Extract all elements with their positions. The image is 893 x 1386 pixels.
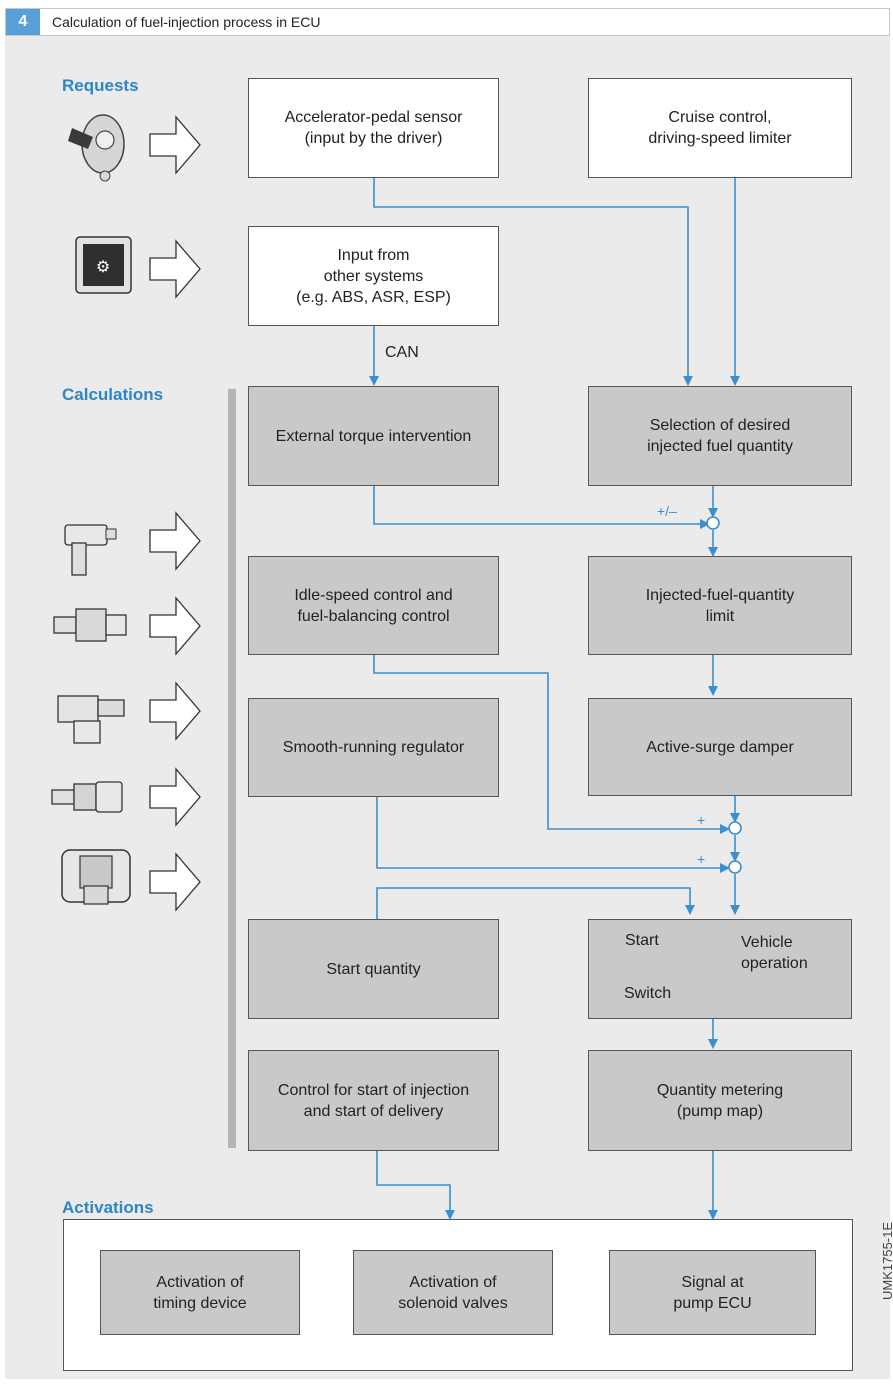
box-input-other-systems: Input from other systems (e.g. ABS, ASR,…: [248, 226, 499, 326]
figure-title: Calculation of fuel-injection process in…: [52, 14, 321, 30]
box-accelerator-pedal-sensor: Accelerator-pedal sensor (input by the d…: [248, 78, 499, 178]
air-mass-meter-icon: [61, 849, 131, 905]
box-activation-timing-device: Activation of timing device: [100, 1250, 300, 1335]
switch-vehicle-operation-label: Vehicle operation: [741, 934, 808, 972]
box-control-start-injection: Control for start of injection and start…: [248, 1050, 499, 1151]
pressure-sensor-icon: [53, 608, 127, 642]
needle-motion-sensor-icon: [57, 695, 125, 744]
box-injected-fuel-quantity-limit: Injected-fuel-quantity limit: [588, 556, 852, 655]
box-quantity-metering: Quantity metering (pump map): [588, 1050, 852, 1151]
plus-label-1: +: [697, 812, 706, 828]
section-requests: Requests: [62, 76, 139, 95]
box-cruise-control: Cruise control, driving-speed limiter: [588, 78, 852, 178]
pedal-sensor-icon: [68, 114, 125, 182]
box-smooth-running-regulator: Smooth-running regulator: [248, 698, 499, 797]
box-idle-speed-control: Idle-speed control and fuel-balancing co…: [248, 556, 499, 655]
figure-header: 4 Calculation of fuel-injection process …: [5, 8, 890, 36]
box-activation-solenoid-valves: Activation of solenoid valves: [353, 1250, 553, 1335]
switch-label: Switch: [624, 985, 672, 1002]
section-calculations: Calculations: [62, 385, 164, 404]
figure-code: UMK1755-1E: [880, 1221, 893, 1300]
temperature-sensor-icon: [51, 781, 123, 813]
speed-sensor-icon: [64, 524, 117, 576]
calculation-bracket: [228, 389, 236, 1148]
switch-start-label: Start: [625, 932, 659, 949]
box-external-torque-intervention: External torque intervention: [248, 386, 499, 486]
box-start-quantity: Start quantity: [248, 919, 499, 1019]
box-signal-pump-ecu: Signal at pump ECU: [609, 1250, 816, 1335]
box-switch: [588, 919, 852, 1019]
figure-number: 4: [6, 9, 40, 35]
input-arrows: [149, 115, 201, 912]
box-selection-desired-quantity: Selection of desired injected fuel quant…: [588, 386, 852, 486]
box-active-surge-damper: Active-surge damper: [588, 698, 852, 796]
plus-minus-label: +/–: [657, 503, 677, 519]
svg-text:⚙: ⚙: [96, 259, 110, 276]
ecu-module-icon: ⚙: [75, 236, 132, 294]
can-label: CAN: [385, 344, 419, 361]
section-activations: Activations: [62, 1198, 154, 1217]
plus-label-2: +: [697, 851, 706, 867]
